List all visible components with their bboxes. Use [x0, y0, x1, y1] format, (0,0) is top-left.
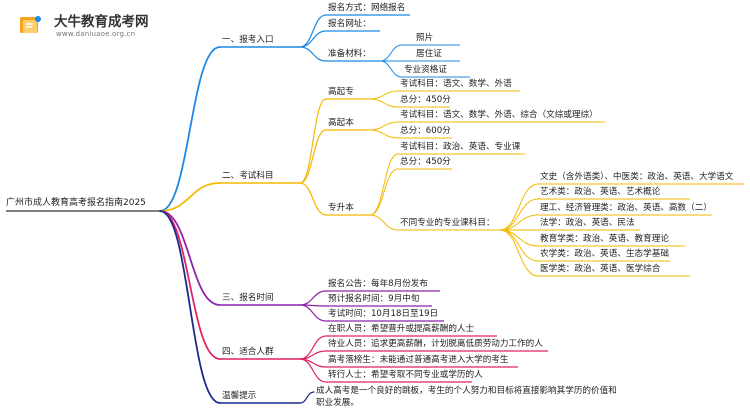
material-certificate: 专业资格证: [404, 65, 447, 75]
link-material-2: [379, 60, 403, 78]
major-agriculture: 农学类：政治、英语、生态学基础: [540, 249, 669, 259]
sec1-item-2: 报名网址：: [328, 19, 371, 29]
link-gqb-0: [369, 121, 399, 131]
gqz-subjects: 考试科目：语文、数学、外语: [400, 79, 512, 89]
link-zsb-0: [369, 153, 399, 216]
major-liberal-arts: 文史（含外语类）、中医类：政治、英语、大学语文: [540, 172, 734, 182]
link-sec5-0: [299, 391, 315, 404]
link-sec2-0: [299, 98, 327, 184]
gqb-subjects: 考试科目：语文、数学、外语、综合（文综或理综）: [400, 110, 598, 120]
book-logo-icon: [20, 16, 41, 33]
link-major-1: [499, 198, 539, 231]
link-gqb-1: [369, 129, 399, 139]
link-sec2-2: [299, 182, 327, 216]
link-root-sec5: [159, 210, 221, 404]
link-major-6: [499, 229, 539, 277]
link-root-sec4: [159, 210, 221, 360]
material-residence: 居住证: [416, 49, 442, 59]
zsb-label: 专升本: [328, 203, 354, 213]
link-major-4: [499, 229, 539, 247]
logo: 大牛教育成考网 www.daniuaoe.org.cn: [10, 8, 210, 46]
zsb-subjects: 考试科目：政治、英语、专业课: [400, 142, 521, 152]
link-root-sec1: [159, 46, 221, 212]
link-sec4-3: [299, 358, 327, 383]
link-root-sec3: [159, 210, 221, 306]
audience-gaokao-fail: 高考落榜生：未能通过普通高考进入大学的考生: [328, 355, 509, 365]
link-sec3-0: [299, 290, 327, 306]
audience-unemployed: 待业人员：追求更高薪酬，计划脱离低质劳动力工作的人: [328, 339, 543, 349]
section-1-label: 一、报考入口: [222, 35, 274, 45]
major-law: 法学：政治、英语、民法: [540, 218, 635, 228]
section-4-label: 四、适合人群: [222, 347, 274, 357]
audience-career-change: 转行人士：希望考取不同专业或学历的人: [328, 370, 483, 380]
gqb-score: 总分：600分: [400, 126, 451, 136]
link-gqz-1: [369, 98, 399, 108]
link-sec1-1: [299, 30, 327, 48]
logo-url: www.daniuaoe.org.cn: [56, 30, 136, 38]
major-education: 教育学类：政治、英语、教育理论: [540, 234, 669, 244]
section-3-label: 三、报名时间: [222, 293, 274, 303]
gqz-label: 高起专: [328, 87, 354, 97]
major-art: 艺术类：政治、英语、艺术概论: [540, 187, 661, 197]
gqb-label: 高起本: [328, 118, 354, 128]
link-zsb-2: [369, 214, 399, 231]
root-title: 广州市成人教育高考报名指南2025: [6, 198, 146, 208]
link-major-2: [499, 214, 539, 231]
exam-time: 考试时间：10月18日至19日: [328, 309, 439, 319]
link-zsb-1: [369, 168, 399, 216]
major-science: 理工、经济管理类：政治、英语、高数（二）: [540, 203, 712, 213]
link-sec1-0: [299, 14, 327, 48]
zsb-score: 总分：450分: [400, 157, 451, 167]
link-sec3-2: [299, 304, 327, 322]
link-material-0: [379, 44, 403, 62]
sec1-item-1: 报名方式：网络报名: [328, 3, 406, 13]
audience-employed: 在职人员：希望晋升或提高薪酬的人士: [328, 324, 475, 334]
sec1-item-3: 准备材料：: [328, 49, 371, 59]
link-sec2-1: [299, 129, 327, 184]
section-2-label: 二、考试科目: [222, 171, 274, 181]
link-root-sec2: [159, 182, 221, 212]
announce: 报名公告：每年8月份发布: [328, 279, 428, 289]
link-gqz-0: [369, 90, 399, 100]
material-photo: 照片: [416, 33, 434, 43]
zsb-major-subjects-label: 不同专业的专业课科目：: [400, 218, 495, 228]
major-medicine: 医学类：政治、英语、医学综合: [540, 264, 661, 274]
gqz-score: 总分：450分: [400, 95, 451, 105]
link-sec1-2: [299, 46, 327, 62]
section-5-label: 温馨提示: [222, 391, 257, 401]
registration-time: 预计报名时间：9月中旬: [328, 294, 420, 304]
tip-text: 成人高考是一个良好的跳板，考生的个人努力和目标将直接影响其学历的价值和职业发展。: [316, 386, 617, 408]
logo-title: 大牛教育成考网: [54, 14, 149, 30]
